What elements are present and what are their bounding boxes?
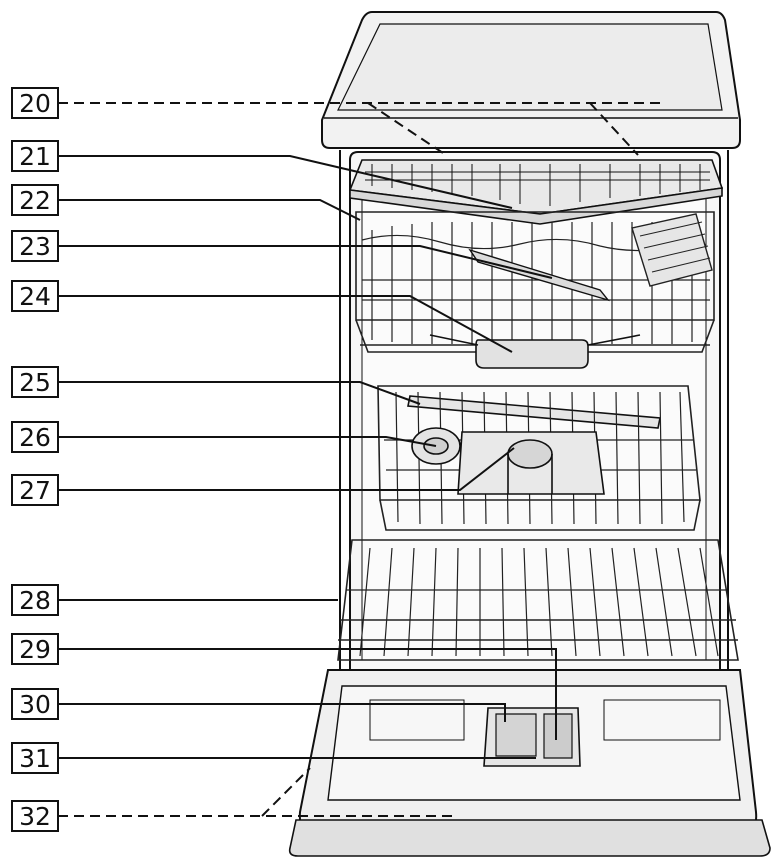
- leader-line-26: [58, 436, 437, 447]
- door-front-edge: [288, 819, 771, 857]
- filter-cylinder: [507, 439, 553, 469]
- callout-number: 25: [19, 368, 51, 397]
- leader-line-29: [58, 648, 557, 740]
- callout-31: 31: [11, 742, 59, 774]
- callout-20: 20: [11, 87, 59, 119]
- callout-21: 21: [11, 140, 59, 172]
- cabinet-outline: [339, 150, 729, 680]
- callout-24: 24: [11, 280, 59, 312]
- callout-25: 25: [11, 366, 59, 398]
- leader-line-20: [589, 102, 639, 156]
- lower-basket: [337, 539, 739, 661]
- lower-spray-arm: [407, 395, 661, 429]
- cutlery-tray: [348, 159, 724, 225]
- callout-29: 29: [11, 633, 59, 665]
- callout-number: 22: [19, 186, 51, 215]
- callout-box: [11, 87, 59, 119]
- callout-box: [11, 584, 59, 616]
- door: [288, 669, 771, 857]
- callout-32: 32: [11, 800, 59, 832]
- callout-number: 20: [19, 89, 51, 118]
- callout-number: 28: [19, 586, 51, 615]
- callout-26: 26: [11, 421, 59, 453]
- leader-line-32: [261, 767, 311, 817]
- callout-box: [11, 366, 59, 398]
- callout-box: [11, 633, 59, 665]
- leader-line-21: [58, 155, 513, 209]
- leader-line-24: [58, 295, 513, 353]
- callout-number: 32: [19, 802, 51, 831]
- callout-number: 29: [19, 635, 51, 664]
- callout-23: 23: [11, 230, 59, 262]
- callout-box: [11, 742, 59, 774]
- callout-27: 27: [11, 474, 59, 506]
- callout-labels: 20 21 22 23 24 25 26 27 28 29 30 31 32: [11, 87, 59, 832]
- leader-line-23: [58, 245, 553, 279]
- callout-box: [11, 474, 59, 506]
- callout-30: 30: [11, 688, 59, 720]
- rinse-aid-dispenser: [543, 713, 573, 759]
- leader-line-27: [58, 447, 515, 491]
- callout-number: 23: [19, 232, 51, 261]
- leader-line-30: [58, 703, 506, 722]
- top-cover-inner: [337, 23, 723, 111]
- callout-number: 26: [19, 423, 51, 452]
- upper-basket: [355, 211, 715, 353]
- callout-28: 28: [11, 584, 59, 616]
- leader-line-22: [58, 199, 361, 221]
- callout-number: 21: [19, 142, 51, 171]
- leader-line-25: [58, 381, 421, 405]
- callout-22: 22: [11, 184, 59, 216]
- callout-number: 31: [19, 744, 51, 773]
- leader-lines: [58, 102, 660, 817]
- fold-down-tines: [631, 213, 713, 287]
- callout-box: [11, 140, 59, 172]
- callout-number: 24: [19, 282, 51, 311]
- callout-box: [11, 184, 59, 216]
- callout-number: 27: [19, 476, 51, 505]
- callout-number: 30: [19, 690, 51, 719]
